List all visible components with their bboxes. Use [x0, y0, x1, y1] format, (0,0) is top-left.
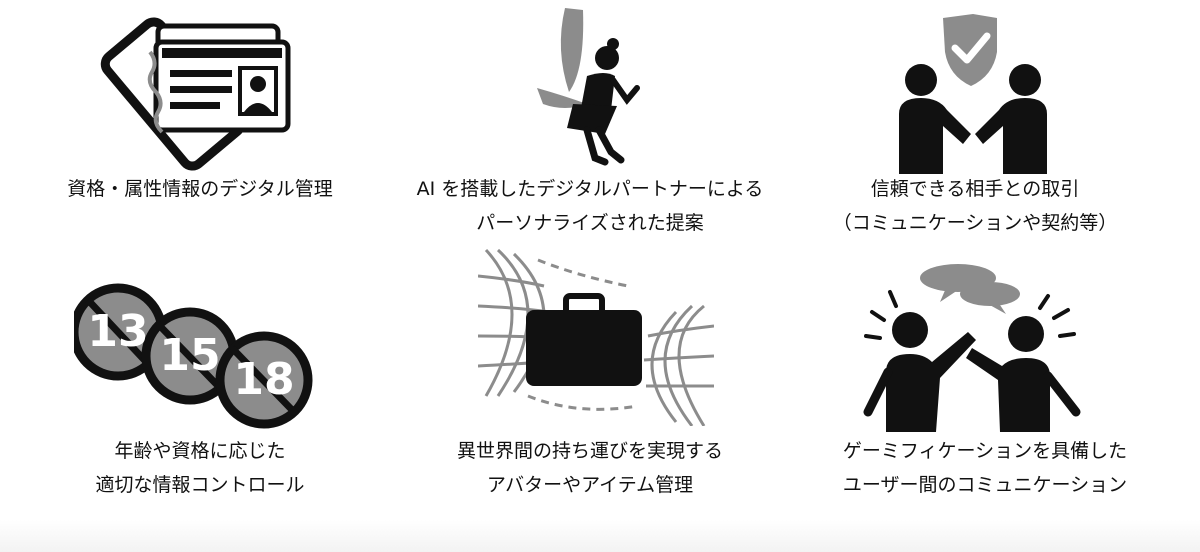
age-badges-icon: 13 15 18	[74, 280, 324, 430]
caption-line: パーソナライズされた提案	[476, 212, 704, 234]
fairy-icon	[537, 8, 640, 166]
caption-line: アバターやアイテム管理	[486, 474, 694, 496]
caption-line: 信頼できる相手との取引	[870, 178, 1080, 200]
age-badges-graphic	[74, 283, 313, 429]
caption-line: ゲーミフィケーションを具備した	[842, 440, 1128, 462]
caption-line: （コミュニケーションや契約等）	[832, 212, 1118, 234]
badge-13: 13	[87, 306, 149, 357]
caption-cross-world: 異世界間の持ち運びを実現する アバターやアイテム管理	[400, 434, 780, 502]
caption-line: 年齢や資格に応じた	[114, 440, 286, 462]
id-card-icon	[100, 17, 291, 171]
people-chat-icon	[863, 264, 1081, 432]
suitcase-worlds-icon	[478, 248, 714, 426]
caption-line: ユーザー間のコミュニケーション	[842, 474, 1128, 496]
badge-15: 15	[159, 330, 221, 381]
handshake-shield-icon	[899, 14, 1047, 174]
caption-gamified-communication: ゲーミフィケーションを具備した ユーザー間のコミュニケーション	[800, 434, 1170, 502]
caption-line: 異世界間の持ち運びを実現する	[456, 440, 723, 462]
caption-line: 適切な情報コントロール	[95, 474, 305, 496]
caption-line: 資格・属性情報のデジタル管理	[67, 178, 333, 200]
caption-digital-credentials: 資格・属性情報のデジタル管理	[40, 172, 360, 206]
caption-ai-partner: AI を搭載したデジタルパートナーによる パーソナライズされた提案	[390, 172, 790, 240]
caption-trusted-trade: 信頼できる相手との取引 （コミュニケーションや契約等）	[805, 172, 1145, 240]
caption-age-control: 年齢や資格に応じた 適切な情報コントロール	[40, 434, 360, 502]
badge-18: 18	[233, 354, 295, 405]
caption-line: AI を搭載したデジタルパートナーによる	[416, 178, 764, 200]
bottom-fade	[0, 520, 1200, 552]
